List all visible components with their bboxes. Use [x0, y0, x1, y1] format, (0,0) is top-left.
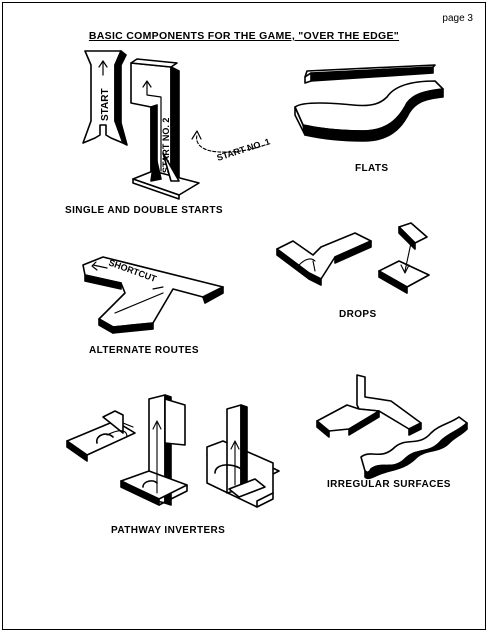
document-page: page 3 BASIC COMPONENTS FOR THE GAME, "O…: [2, 2, 486, 630]
start-no-1-callout: START NO. 1: [191, 130, 272, 163]
alternate-routes-drawing: SHORTCUT: [82, 256, 224, 334]
drops-drawing: [276, 222, 430, 294]
page-title: BASIC COMPONENTS FOR THE GAME, "OVER THE…: [88, 30, 400, 42]
component-drawings: START START NO. 2 START NO. 1: [66, 50, 468, 508]
single-start-drawing: START: [82, 50, 128, 146]
flats-drawing: [294, 64, 444, 142]
double-start-drawing: START NO. 2: [130, 58, 200, 200]
page-number: page 3: [442, 13, 473, 24]
caption-single-double-starts: SINGLE AND DOUBLE STARTS: [65, 205, 223, 216]
pathway-inverters-drawing: [66, 394, 280, 508]
caption-alternate-routes: ALTERNATE ROUTES: [89, 345, 199, 356]
caption-flats: FLATS: [355, 163, 389, 174]
caption-pathway-inverters: PATHWAY INVERTERS: [111, 525, 226, 536]
start-label: START: [100, 88, 111, 121]
caption-drops: DROPS: [339, 309, 377, 320]
start-no-1-label: START NO. 1: [216, 136, 272, 163]
start-no-2-label: START NO. 2: [161, 118, 171, 173]
irregular-surfaces-drawing: [316, 374, 468, 480]
caption-irregular-surfaces: IRREGULAR SURFACES: [327, 479, 451, 490]
